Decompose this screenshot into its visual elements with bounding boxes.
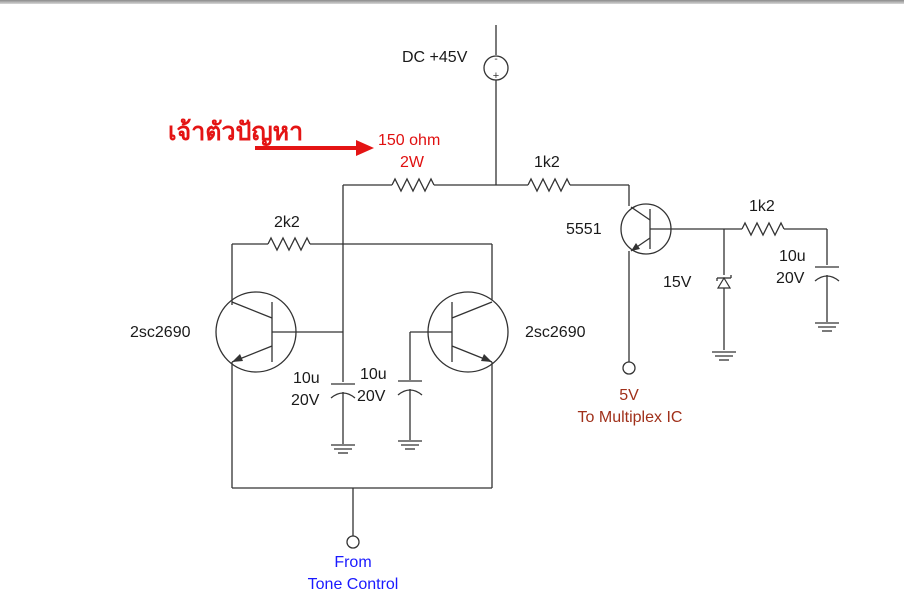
ground-icon [712, 351, 736, 361]
problem-callout-text: เจ้าตัวปัญหา [168, 117, 303, 146]
capacitor-right-value: 10u [779, 248, 806, 265]
capacitor-left-voltage: 20V [291, 392, 320, 409]
supply-plus-sign: + [493, 70, 499, 82]
transistor-left-label: 2sc2690 [130, 324, 191, 341]
resistor-150-label: 150 ohm [378, 132, 440, 149]
capacitor-right [814, 266, 840, 322]
resistor-1k2-base [496, 177, 630, 206]
zener-diode-15v [716, 229, 732, 350]
resistor-1k2-filter [741, 221, 828, 265]
ground-icon [398, 440, 422, 450]
capacitor-left [330, 383, 356, 444]
output-voltage-label: 5V [619, 387, 639, 404]
resistor-2k2 [231, 236, 493, 305]
capacitor-mid [397, 332, 423, 440]
transistor-right-label: 2sc2690 [525, 324, 586, 341]
resistor-150-watt-label: 2W [400, 154, 425, 171]
supply-minus-sign: - [494, 54, 497, 65]
ground-icon [815, 322, 839, 332]
dc-voltage-source: - + [483, 25, 509, 185]
input-terminal[interactable] [346, 535, 360, 549]
ground-icon [331, 444, 355, 454]
transistor-5551-label: 5551 [566, 221, 602, 238]
output-terminal[interactable] [622, 251, 636, 375]
resistor-1k2-base-label: 1k2 [534, 154, 560, 171]
wire-emitter-loop [231, 362, 493, 536]
output-destination-label: To Multiplex IC [578, 409, 683, 426]
resistor-150-ohm [343, 177, 496, 193]
dc-supply-label: DC +45V [402, 49, 468, 66]
zener-label: 15V [663, 274, 692, 291]
input-source-label-1: From [334, 554, 371, 571]
callout-arrow-icon [255, 140, 374, 156]
capacitor-mid-value: 10u [360, 366, 387, 383]
transistor-left-2sc2690 [215, 291, 297, 373]
resistor-1k2-filter-label: 1k2 [749, 198, 775, 215]
capacitor-left-value: 10u [293, 370, 320, 387]
capacitor-right-voltage: 20V [776, 270, 805, 287]
capacitor-mid-voltage: 20V [357, 388, 386, 405]
input-source-label-2: Tone Control [308, 576, 399, 593]
resistor-2k2-label: 2k2 [274, 214, 300, 231]
transistor-5551 [620, 203, 673, 255]
transistor-right-2sc2690 [410, 291, 509, 373]
window-top-border [0, 0, 904, 4]
